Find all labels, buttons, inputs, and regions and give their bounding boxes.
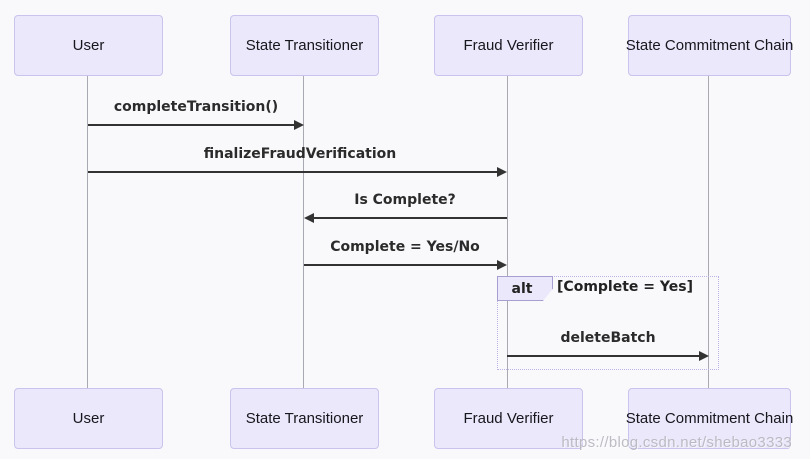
arrowhead-right — [294, 120, 304, 130]
message-line-is-complete — [312, 217, 507, 219]
lifeline-state-transitioner — [303, 76, 304, 388]
actor-top-fraud-verifier: Fraud Verifier — [434, 15, 583, 76]
watermark-text: https://blog.csdn.net/shebao3333 — [561, 434, 792, 451]
actor-bottom-user: User — [14, 388, 163, 449]
actor-bottom-state-transitioner: State Transitioner — [230, 388, 379, 449]
message-line-finalize-fraud-verification — [88, 171, 499, 173]
lifeline-user — [87, 76, 88, 388]
arrowhead-left — [304, 213, 314, 223]
arrowhead-right — [497, 260, 507, 270]
actor-top-state-commitment-chain: State Commitment Chain — [626, 15, 793, 76]
message-label-delete-batch: deleteBatch — [560, 330, 656, 346]
alt-fragment-frame — [497, 276, 719, 370]
message-label-complete-transition: completeTransition() — [113, 99, 279, 115]
message-line-complete-yes-no — [304, 264, 499, 266]
message-label-is-complete: Is Complete? — [354, 192, 456, 208]
arrowhead-right — [699, 351, 709, 361]
lifeline-fraud-verifier — [507, 76, 508, 388]
message-label-finalize-fraud-verification: finalizeFraudVerification — [203, 146, 397, 162]
arrowhead-right — [497, 167, 507, 177]
lifeline-state-commitment-chain — [708, 76, 709, 388]
alt-fragment-condition: [Complete = Yes] — [557, 279, 693, 295]
actor-top-state-transitioner: State Transitioner — [230, 15, 379, 76]
message-label-complete-yes-no: Complete = Yes/No — [330, 239, 480, 255]
actor-bottom-state-commitment-chain: State Commitment Chain — [626, 388, 793, 449]
alt-fragment-label: alt — [497, 276, 553, 301]
actor-top-user: User — [14, 15, 163, 76]
message-line-delete-batch — [507, 355, 701, 357]
message-line-complete-transition — [88, 124, 296, 126]
actor-bottom-fraud-verifier: Fraud Verifier — [434, 388, 583, 449]
